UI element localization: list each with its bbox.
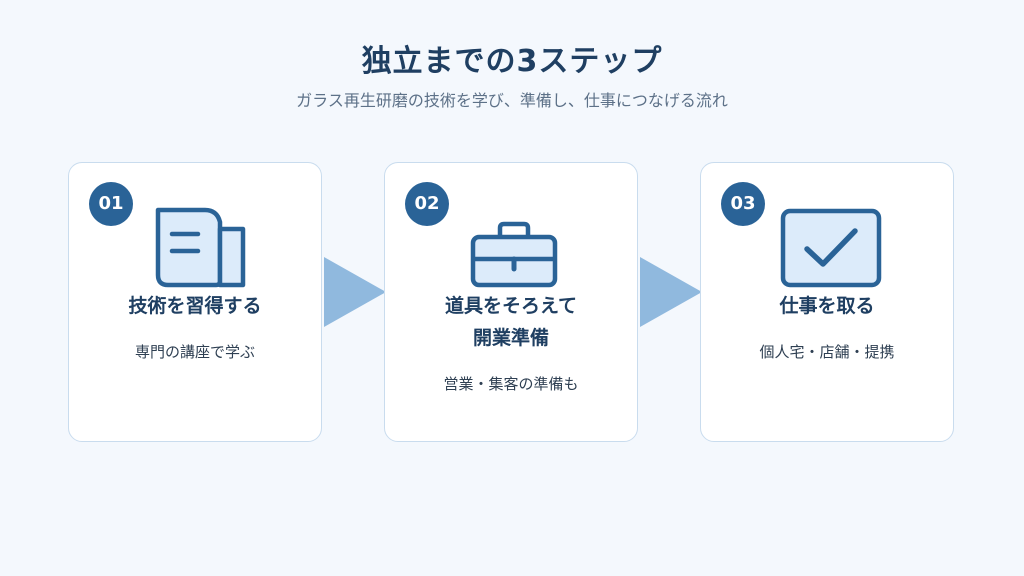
checkbox-icon	[780, 208, 882, 288]
step-description: 専門の講座で学ぶ	[134, 343, 255, 361]
step-card-2: 02 道具をそろえて 開業準備 営業・集客の準備も	[384, 162, 638, 442]
step-number-badge: 01	[89, 182, 133, 226]
step-card-1: 01 技術を習得する 専門の講座で学ぶ	[68, 162, 322, 442]
briefcase-icon	[470, 221, 558, 288]
page-subtitle: ガラス再生研磨の技術を学び、準備し、仕事につなげる流れ	[296, 91, 728, 110]
step-number-badge: 03	[721, 182, 765, 226]
step-description: 営業・集客の準備も	[443, 375, 579, 393]
step-title: 技術を習得する	[128, 295, 262, 317]
step-title-line-1: 道具をそろえて	[444, 295, 578, 317]
step-description: 個人宅・店舗・提携	[759, 343, 895, 361]
arrow-right-icon	[640, 257, 702, 327]
step-title-line-2: 開業準備	[472, 327, 549, 349]
step-card-3: 03 仕事を取る 個人宅・店舗・提携	[700, 162, 954, 442]
arrow-right-icon	[324, 257, 386, 327]
step-title: 仕事を取る	[779, 295, 875, 317]
document-icon	[155, 207, 246, 288]
step-number-badge: 02	[405, 182, 449, 226]
page-title: 独立までの3ステップ	[361, 44, 663, 79]
